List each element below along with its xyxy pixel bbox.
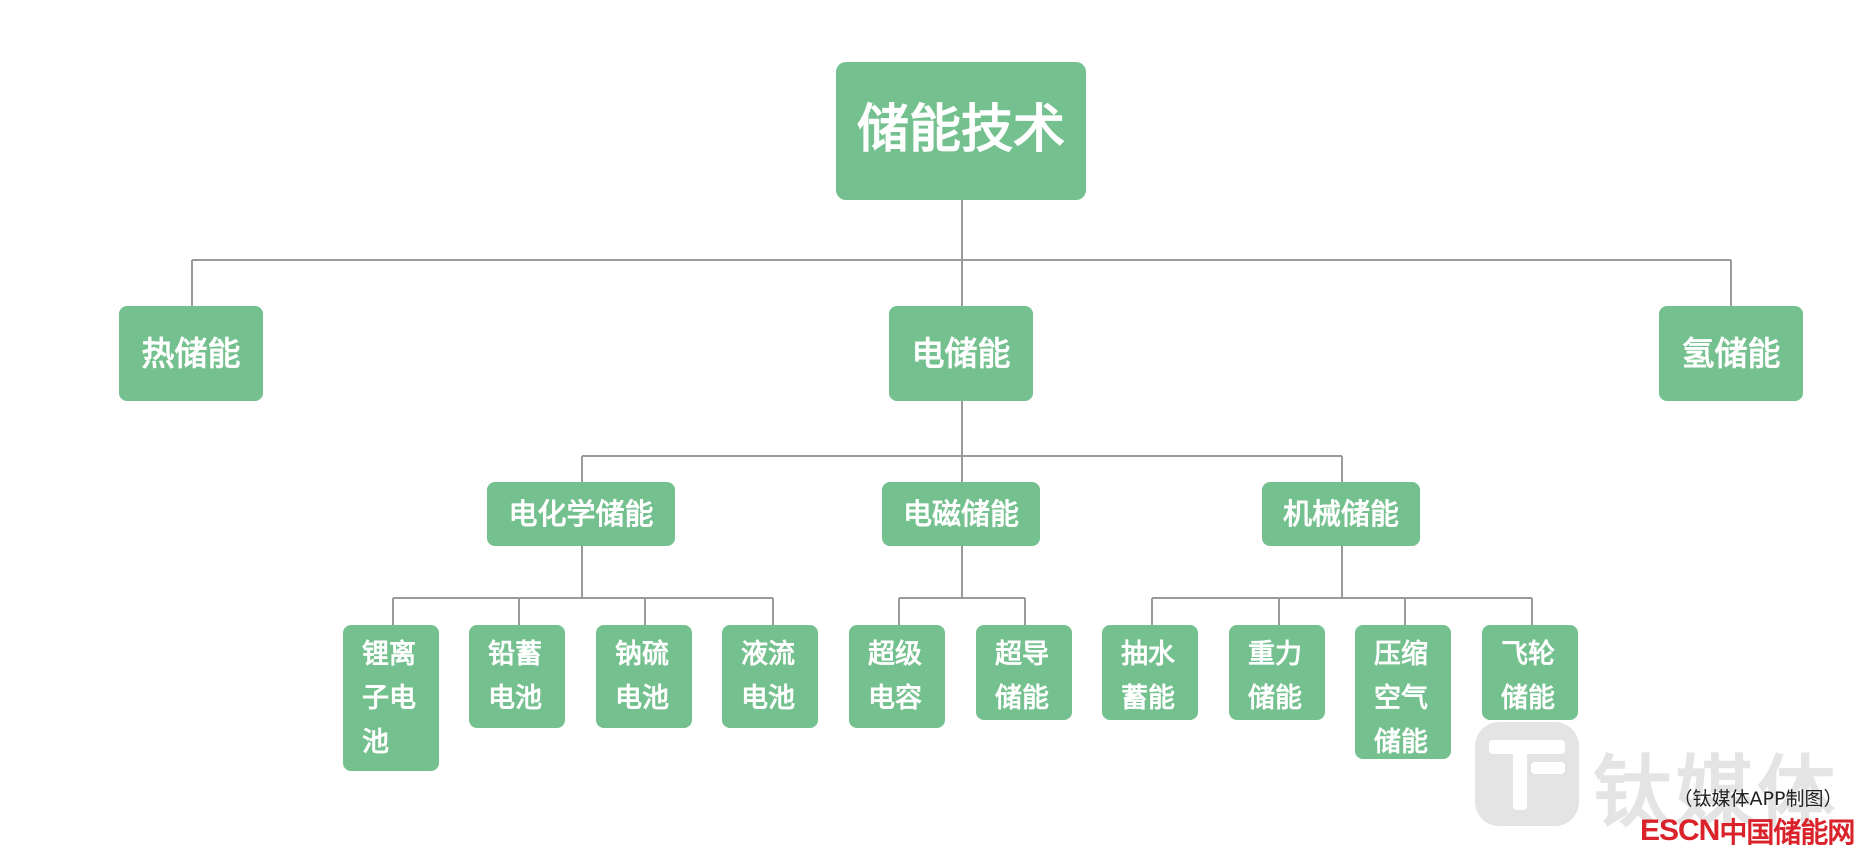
node-electromagnetic-storage: 电磁储能 (882, 482, 1040, 546)
chart-credit: （钛媒体APP制图） (1673, 788, 1843, 810)
escn-brand-logo: ESCN 中国储能网 (1640, 810, 1855, 852)
node-mechanical-storage: 机械储能 (1262, 482, 1420, 546)
brand-latin: ESCN (1640, 814, 1720, 847)
leaf-superconducting-storage: 超导储能 (976, 625, 1072, 720)
watermark-text: 钛媒体 (1593, 748, 1840, 838)
leaf-sodium-sulfur-battery: 钠硫电池 (596, 625, 692, 728)
leaf-compressed-air-storage: 压缩空气储能 (1355, 625, 1451, 759)
brand-cjk: 中国储能网 (1719, 816, 1855, 849)
leaf-gravity-storage: 重力储能 (1229, 625, 1325, 720)
watermark: 钛媒体 (1475, 722, 1855, 838)
node-hydrogen-storage: 氢储能 (1659, 306, 1803, 401)
node-electric-storage: 电储能 (889, 306, 1033, 401)
root-node: 储能技术 (836, 62, 1086, 200)
leaf-lithium-ion-battery: 锂离子电池 (343, 625, 439, 771)
node-electrochemical-storage: 电化学储能 (487, 482, 675, 546)
leaf-pumped-hydro: 抽水蓄能 (1102, 625, 1198, 720)
leaf-lead-acid-battery: 铅蓄电池 (469, 625, 565, 728)
node-thermal-storage: 热储能 (119, 306, 263, 401)
tmt-logo-icon (1475, 722, 1579, 826)
leaf-flow-battery: 液流电池 (722, 625, 818, 728)
leaf-flywheel-storage: 飞轮储能 (1482, 625, 1578, 720)
leaf-supercapacitor: 超级电容 (849, 625, 945, 728)
